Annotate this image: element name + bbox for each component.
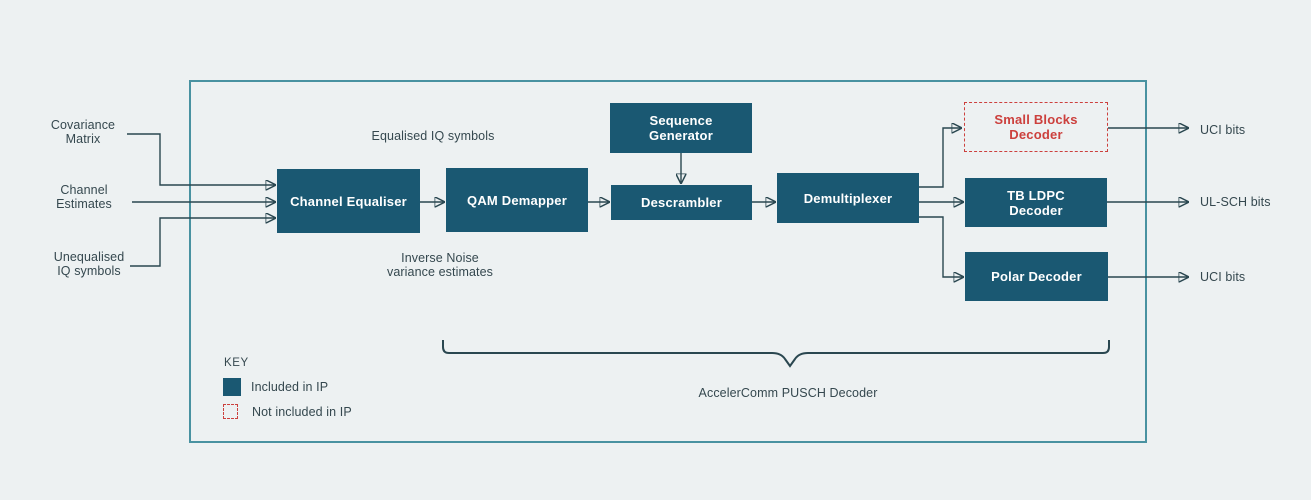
- input-label-covariance-matrix: Covariance Matrix: [50, 118, 116, 146]
- block-tb-ldpc-decoder: TB LDPC Decoder: [965, 178, 1107, 227]
- block-descrambler: Descrambler: [611, 185, 752, 220]
- key-included-label: Included in IP: [251, 380, 329, 394]
- output-label-uci-bottom: UCI bits: [1200, 270, 1246, 284]
- key-not-included-swatch: [223, 404, 238, 419]
- wire-demux-to-polar: [919, 216, 963, 277]
- input-label-channel-estimates: Channel Estimates: [56, 183, 112, 211]
- annotation-inverse-noise: Inverse Noise variance estimates: [386, 251, 493, 279]
- block-small-blocks-decoder: Small Blocks Decoder: [964, 102, 1108, 152]
- key-included-swatch: [223, 378, 241, 396]
- block-qam-demapper: QAM Demapper: [446, 168, 588, 232]
- block-channel-equaliser: Channel Equaliser: [277, 169, 420, 233]
- key-not-included-label: Not included in IP: [252, 405, 352, 419]
- wire-demux-to-smallblocks: [919, 128, 961, 188]
- block-polar-decoder: Polar Decoder: [965, 252, 1108, 301]
- annotation-equalised-iq: Equalised IQ symbols: [371, 129, 495, 143]
- key-title: KEY: [224, 357, 249, 369]
- brace-label: AccelerComm PUSCH Decoder: [698, 386, 878, 400]
- output-label-ulsch: UL-SCH bits: [1200, 195, 1271, 209]
- brace: [442, 340, 1110, 368]
- wire-iq-to-equaliser: [130, 218, 275, 267]
- block-sequence-generator: Sequence Generator: [610, 103, 752, 153]
- input-label-unequalised-iq: Unequalised IQ symbols: [53, 250, 125, 278]
- wire-covariance-to-equaliser: [127, 133, 275, 185]
- output-label-uci-top: UCI bits: [1200, 123, 1246, 137]
- block-demultiplexer: Demultiplexer: [777, 173, 919, 223]
